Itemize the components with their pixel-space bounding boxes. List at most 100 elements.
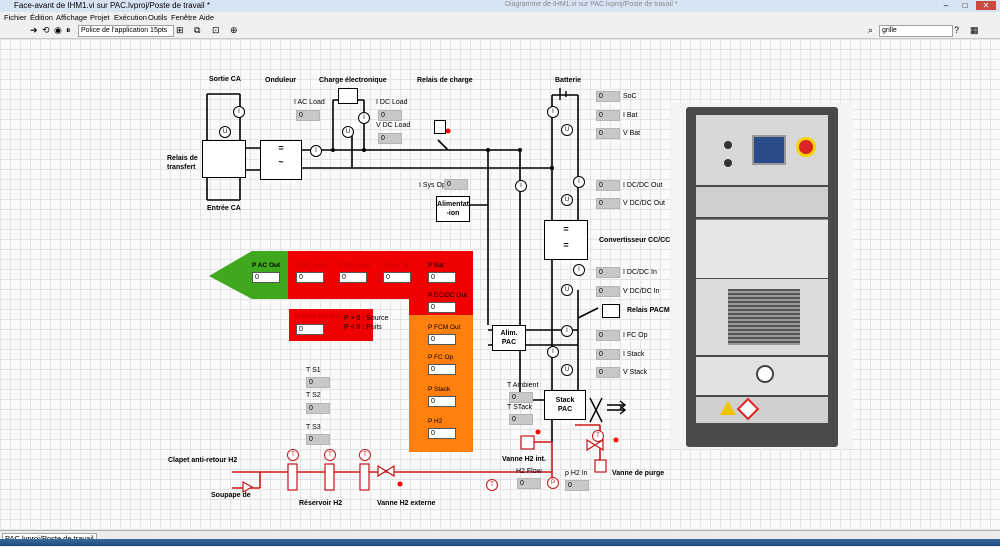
- label-vanne-externe: Vanne H2 externe: [377, 500, 436, 507]
- label-batterie: Batterie: [555, 77, 582, 84]
- indicator-i-dcdc-in: 0: [596, 267, 620, 278]
- distribute-icon[interactable]: ⧉: [194, 25, 201, 35]
- field-p-dcdc-out[interactable]: 0: [428, 302, 456, 313]
- label-t-s2: T S2: [306, 392, 321, 399]
- label-i-ac-load: I AC Load: [294, 99, 325, 106]
- abort-icon[interactable]: ◉: [54, 25, 62, 35]
- label-soupape: Soupape de: [211, 492, 251, 499]
- label-vanne-purge: Vanne de purge: [612, 470, 665, 477]
- label-convertisseur: Convertisseur CC/CC: [599, 237, 671, 244]
- menu-projet[interactable]: Projet: [90, 13, 110, 22]
- maximize-icon[interactable]: □: [962, 1, 968, 10]
- label-t-ambient: T Ambient: [507, 382, 539, 389]
- pause-icon[interactable]: ⏸: [66, 25, 71, 35]
- voltage-meter: U: [561, 364, 573, 376]
- stack-pac-block: Stack PAC: [544, 390, 586, 420]
- label-relais-pacm: Relais PACM: [627, 307, 670, 314]
- relais-pacm-coil: [602, 304, 620, 318]
- charge-resistor-block: [338, 88, 358, 104]
- window-title: Face-avant de IHM1.vi sur PAC.lvproj/Pos…: [14, 1, 210, 10]
- temperature-sensor: T: [592, 430, 604, 442]
- indicator-t-s1: 0: [306, 377, 330, 388]
- label-source-note: P > 0 : Source P < 0 : Puits: [344, 315, 389, 331]
- voltage-meter: U: [561, 124, 573, 136]
- field-p-h2[interactable]: 0: [428, 428, 456, 439]
- field-p-ac-out[interactable]: 0: [252, 272, 280, 283]
- menu-fichier[interactable]: Fichier: [4, 13, 27, 22]
- close-icon[interactable]: ✕: [976, 1, 996, 10]
- alimentation-block: Alimentat -ion: [436, 196, 470, 222]
- field-p-dc-load[interactable]: 0: [339, 272, 367, 283]
- search-icon[interactable]: ⌕: [868, 25, 874, 35]
- menu-outils[interactable]: Outils: [148, 13, 168, 22]
- current-meter: I: [233, 106, 245, 118]
- field-p-ac-load[interactable]: 0: [296, 272, 324, 283]
- field-p-sys-op[interactable]: 0: [383, 272, 411, 283]
- convertisseur-block: ==: [544, 220, 588, 260]
- label-charge: Charge électronique: [319, 77, 387, 84]
- indicator-i-ac-load: 0: [296, 110, 320, 121]
- indicator-t-ambient: 0: [509, 392, 533, 403]
- menu-fenetre[interactable]: Fenêtre: [171, 13, 197, 22]
- indicator-soc: 0: [596, 91, 620, 102]
- field-p-bat[interactable]: 0: [428, 272, 456, 283]
- menu-edition[interactable]: Édition: [30, 13, 53, 22]
- field-somme-dc-bus[interactable]: 0: [296, 324, 324, 335]
- indicator-t-s2: 0: [306, 403, 330, 414]
- pressure-sensor: P: [547, 477, 559, 489]
- voltage-meter: U: [561, 284, 573, 296]
- field-p-fcm-out[interactable]: 0: [428, 334, 456, 345]
- vent-grille: [728, 289, 800, 345]
- label-p-sys-op: P Sys Op: [383, 262, 411, 269]
- label-relais-charge: Relais de charge: [417, 77, 473, 84]
- current-meter: I: [358, 112, 370, 124]
- minimize-icon[interactable]: –: [943, 1, 949, 10]
- indicator-p-h2-in: 0: [565, 480, 589, 491]
- font-select[interactable]: Police de l'application 15pts: [78, 25, 174, 37]
- menu-aide[interactable]: Aide: [199, 13, 215, 22]
- menu-execution[interactable]: Exécution: [114, 13, 147, 22]
- toolbar: ➜ ⟲ ◉ ⏸ ⊞ ⧉ ⊡ ⊕ ⌕ ? ▦: [0, 23, 1000, 39]
- label-somme-dc-bus: Somme DC Bus: [294, 313, 341, 320]
- current-meter: I: [547, 106, 559, 118]
- run-arrow-icon[interactable]: ➜: [30, 25, 38, 35]
- label-vanne-int: Vanne H2 int.: [502, 456, 546, 463]
- indicator-v-dcdc-out: 0: [596, 198, 620, 209]
- field-p-fc-op[interactable]: 0: [428, 364, 456, 375]
- onduleur-block: =~: [260, 140, 302, 180]
- flow-sensor: T: [486, 479, 498, 491]
- label-v-dc-load: V DC Load: [376, 122, 411, 129]
- resize-icon[interactable]: ⊡: [212, 25, 220, 35]
- indicator-v-dc-load: 0: [378, 133, 402, 144]
- relais-charge-coil: [434, 120, 446, 134]
- indicator-i-fc-op: 0: [596, 330, 620, 341]
- align-icon[interactable]: ⊞: [176, 25, 184, 35]
- label-relais-transfert: Relais de transfert: [167, 155, 198, 171]
- run-continuous-icon[interactable]: ⟲: [42, 25, 50, 35]
- label-i-dc-load: I DC Load: [376, 99, 408, 106]
- label-entree-ca: Entrée CA: [207, 205, 241, 212]
- touch-screen: [752, 135, 786, 165]
- relais-transfert-block: [202, 140, 246, 178]
- label-v-bat: V Bat: [623, 130, 641, 137]
- temperature-sensor: T: [287, 449, 299, 461]
- label-onduleur: Onduleur: [265, 77, 297, 84]
- label-i-dcdc-out: I DC/DC Out: [623, 182, 663, 189]
- label-i-stack: I Stack: [623, 351, 645, 358]
- help-icon[interactable]: ?: [954, 25, 960, 35]
- label-i-bat: I Bat: [623, 112, 638, 119]
- indicator-i-bat: 0: [596, 110, 620, 121]
- indicator-t-stack: 0: [509, 414, 533, 425]
- menu-affichage[interactable]: Affichage: [56, 13, 88, 22]
- voltage-meter: U: [561, 194, 573, 206]
- reorder-icon[interactable]: ⊕: [230, 25, 238, 35]
- voltage-meter: U: [219, 126, 231, 138]
- search-input[interactable]: grille: [879, 25, 953, 37]
- field-p-stack[interactable]: 0: [428, 396, 456, 407]
- current-meter: I: [310, 145, 322, 157]
- label-soc: SoC: [623, 93, 637, 100]
- background-window-title[interactable]: Diagramme de IHM1.vi sur PAC.lvproj/Post…: [505, 1, 678, 8]
- alim-pac-block: Alim. PAC: [492, 325, 526, 351]
- label-t-s1: T S1: [306, 367, 321, 374]
- current-meter: I: [573, 176, 585, 188]
